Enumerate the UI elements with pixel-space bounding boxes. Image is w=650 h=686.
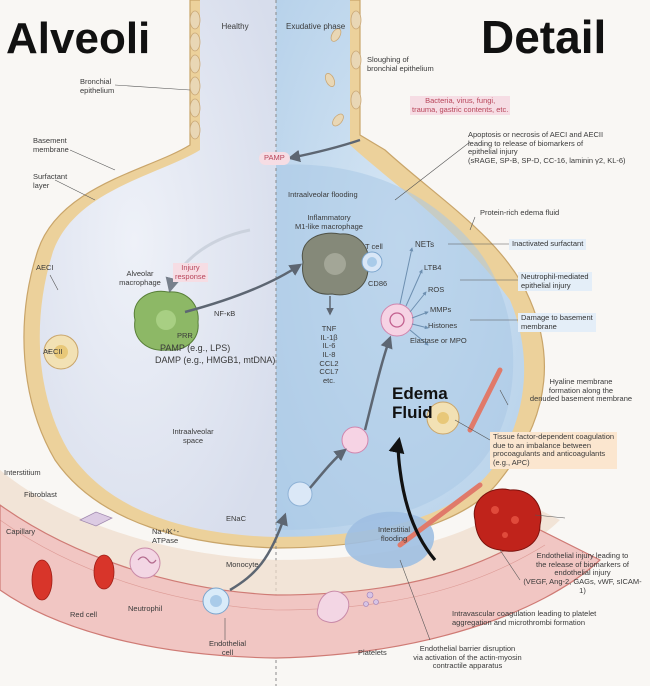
label-monocyte: Monocyte	[226, 561, 259, 570]
label-intraalveolar-space: Intraalveolar space	[158, 428, 228, 445]
label-inactivated-surfactant: Inactivated surfactant	[509, 239, 586, 250]
label-neutrophil: Neutrophil	[128, 605, 162, 614]
label-hyaline: Hyaline membrane formation along the den…	[516, 378, 646, 404]
label-mmps: MMPs	[430, 306, 451, 315]
label-intravascular: Intravascular coagulation leading to pla…	[452, 610, 596, 627]
label-prr: PRR	[177, 332, 193, 341]
label-interstitium: Interstitium	[4, 469, 41, 478]
label-platelets: Platelets	[358, 649, 387, 658]
label-capillary: Capillary	[6, 528, 35, 537]
label-surfactant-layer: Surfactant layer	[33, 173, 67, 190]
label-intraalveolar-flooding: Intraalveolar flooding	[288, 191, 358, 200]
label-interstitial-flooding: Interstitial flooding	[370, 526, 418, 543]
inflammatory-macrophage-cell	[302, 233, 368, 295]
label-t-cell: T cell	[365, 243, 383, 252]
title-detail: Detail	[481, 10, 606, 64]
label-nets: NETs	[415, 240, 434, 249]
label-injury-response: Injury response	[173, 263, 208, 282]
label-elastase: Elastase or MPO	[410, 337, 467, 346]
label-endothelial-injury: Endothelial injury leading to the releas…	[520, 552, 645, 595]
alveolar-macrophage-cell	[134, 291, 198, 350]
label-apoptosis: Apoptosis or necrosis of AECI and AECII …	[468, 131, 626, 166]
label-ros: ROS	[428, 286, 444, 295]
label-endothelial-cell: Endothelial cell	[205, 640, 250, 657]
neutrophil-cell	[130, 548, 160, 578]
label-neutrophil-injury: Neutrophil-mediated epithelial injury	[518, 272, 592, 291]
label-fibroblast: Fibroblast	[24, 491, 57, 500]
microthrombus	[474, 489, 541, 551]
label-pamp-box: PAMP	[259, 152, 290, 165]
label-damp: DAMP (e.g., HMGB1, mtDNA)	[155, 355, 275, 365]
label-basement-membrane: Basement membrane	[33, 137, 69, 154]
neutrophil-migrating-1	[288, 482, 312, 506]
label-pamp: PAMP (e.g., LPS)	[160, 343, 230, 353]
label-aeci: AECI	[36, 264, 54, 273]
neutrophil-migrating-2	[342, 427, 368, 453]
label-ltb4: LTB4	[424, 264, 441, 273]
label-sloughing: Sloughing of bronchial epithelium	[367, 56, 434, 73]
label-damage-basement: Damage to basement membrane	[518, 313, 596, 332]
label-tissue-factor: Tissue factor-dependent coagulation due …	[490, 432, 617, 469]
label-na-k-atpase: Na⁺/K⁺- ATPase	[152, 528, 179, 545]
label-barrier: Endothelial barrier disruption via activ…	[400, 645, 535, 671]
edema-fluid-label: Edema Fluid	[392, 385, 448, 422]
header-healthy: Healthy	[210, 22, 260, 31]
label-red-cell: Red cell	[70, 611, 97, 620]
label-aecii: AECII	[43, 348, 63, 357]
label-inflammatory-macrophage: Inflammatory M1-like macrophage	[289, 214, 369, 231]
label-protein-rich: Protein-rich edema fluid	[480, 209, 559, 218]
label-bacteria: Bacteria, virus, fungi, trauma, gastric …	[410, 96, 510, 115]
label-histones: Histones	[428, 322, 457, 331]
neutrophil-activated	[381, 304, 413, 336]
label-cytokines: TNF IL-1β IL-6 IL-8 CCL2 CCL7 etc.	[314, 325, 344, 385]
header-exudative: Exudative phase	[286, 22, 345, 31]
label-nfkb: NF-κB	[214, 310, 235, 319]
label-bronchial-epithelium: Bronchial epithelium	[80, 78, 114, 95]
title-alveoli: Alveoli	[6, 14, 150, 64]
label-enac: ENaC	[226, 515, 246, 524]
label-cd86: CD86	[368, 280, 387, 289]
label-alveolar-macrophage: Alveolar macrophage	[110, 270, 170, 287]
